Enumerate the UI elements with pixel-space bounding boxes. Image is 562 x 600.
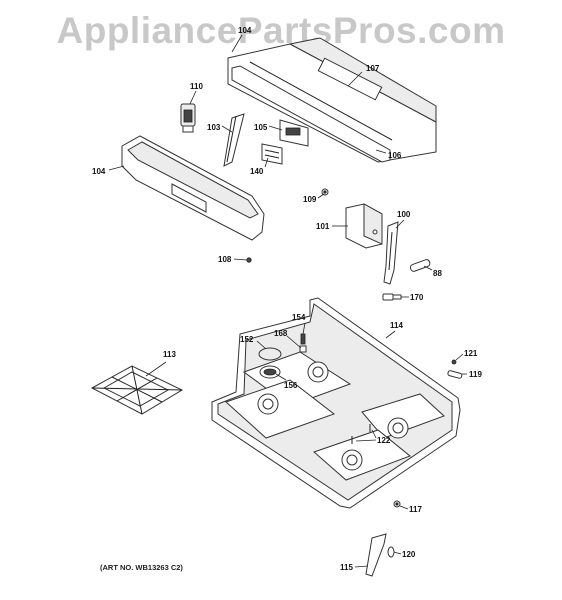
callout-104-top: 104 — [238, 26, 252, 35]
callout-121: 121 — [464, 349, 478, 358]
callout-168: 168 — [274, 329, 288, 338]
bracket-101[interactable] — [345, 203, 383, 249]
control-panel-104[interactable] — [121, 135, 265, 241]
clip-121[interactable] — [451, 359, 457, 365]
clock-display-105[interactable] — [279, 119, 309, 147]
callout-156: 156 — [284, 381, 298, 390]
leader-lines — [108, 34, 467, 568]
bracket-103[interactable] — [223, 113, 245, 167]
callout-117: 117 — [409, 505, 422, 514]
callout-110: 110 — [190, 82, 203, 91]
callout-109: 109 — [303, 195, 317, 204]
callout-152: 152 — [240, 335, 254, 344]
callout-108: 108 — [218, 255, 232, 264]
grate-113[interactable] — [90, 365, 184, 415]
art-number: (ART NO. WB13263 C2) — [100, 563, 183, 572]
callout-105: 105 — [254, 123, 268, 132]
part-88[interactable] — [409, 259, 431, 272]
overlay-140[interactable] — [261, 143, 283, 165]
callout-100: 100 — [397, 210, 411, 219]
callout-107: 107 — [366, 64, 380, 73]
callout-88: 88 — [433, 269, 442, 278]
cooktop-114[interactable] — [211, 297, 461, 509]
callout-170: 170 — [410, 293, 424, 302]
callout-103: 103 — [207, 123, 221, 132]
burner-head-156[interactable] — [259, 365, 281, 379]
callout-113: 113 — [163, 350, 176, 359]
callout-106: 106 — [388, 151, 402, 160]
screw-108[interactable] — [246, 257, 252, 263]
callout-101: 101 — [316, 222, 330, 231]
electrode-122[interactable] — [351, 424, 371, 444]
screw-117[interactable] — [393, 500, 401, 508]
callout-119: 119 — [469, 370, 482, 379]
callout-104: 104 — [92, 167, 106, 176]
burner-cap-152[interactable] — [258, 347, 282, 361]
part-119[interactable] — [447, 370, 463, 379]
callout-122: 122 — [377, 436, 391, 445]
callout-115: 115 — [340, 563, 353, 572]
bolt-170[interactable] — [382, 293, 402, 301]
mounting-bracket-106[interactable] — [231, 65, 391, 163]
callout-140: 140 — [250, 167, 264, 176]
switch-110[interactable] — [180, 103, 196, 133]
callout-114: 114 — [390, 321, 403, 330]
electrode-154[interactable] — [300, 333, 306, 345]
valve-bracket-100[interactable] — [383, 221, 399, 285]
callout-154: 154 — [292, 313, 306, 322]
bracket-115[interactable] — [365, 533, 387, 577]
screw-109[interactable] — [321, 188, 329, 196]
clip-120[interactable] — [387, 546, 395, 558]
watermark: AppliancePartsPros.com — [56, 10, 506, 51]
backsplash-assembly-107[interactable] — [227, 37, 437, 163]
callout-120: 120 — [402, 550, 416, 559]
callout-labels: 104 107 110 103 105 140 106 104 109 101 … — [92, 26, 482, 572]
orifice-168[interactable] — [299, 345, 307, 353]
